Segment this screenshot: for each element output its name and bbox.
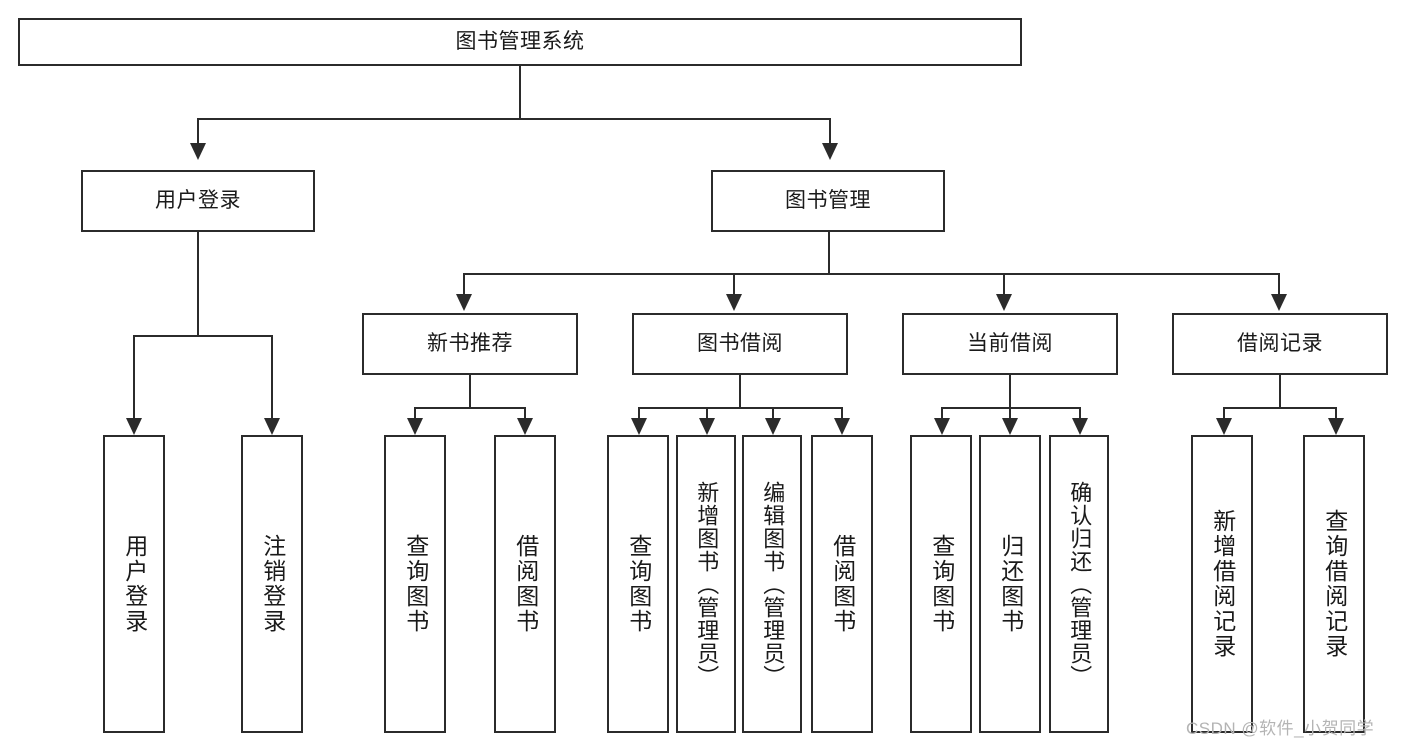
node-user-login[interactable]: 用户登录: [81, 170, 315, 232]
arrow-into-current-borrow: [996, 294, 1012, 311]
connector-book-borrow-branch-1: [638, 407, 640, 419]
leaf-query-book-recommend[interactable]: 查询图书: [384, 435, 446, 733]
connector-book-manage-bus: [463, 273, 1280, 275]
connector-new-book-bus: [414, 407, 525, 409]
connector-current-borrow-stem: [1009, 375, 1011, 408]
arrow-into-leaf-query-record: [1328, 418, 1344, 435]
connector-new-book-branch-2: [524, 407, 526, 419]
arrow-into-leaf-add-book: [699, 418, 715, 435]
connector-root-stem: [519, 66, 521, 119]
node-label: 归还图书: [997, 534, 1024, 634]
connector-book-borrow-stem: [739, 375, 741, 408]
connector-current-borrow-branch-2: [1009, 407, 1011, 419]
arrow-into-user-login: [190, 143, 206, 160]
node-borrow-records[interactable]: 借阅记录: [1172, 313, 1388, 375]
node-label: 查询图书: [625, 534, 652, 634]
node-book-management[interactable]: 图书管理: [711, 170, 945, 232]
connector-user-login-branch-2: [271, 335, 273, 419]
connector-borrow-records-branch-2: [1335, 407, 1337, 419]
node-label: 查询图书: [928, 534, 955, 634]
connector-book-borrow-branch-2: [706, 407, 708, 419]
arrow-into-leaf-add-record: [1216, 418, 1232, 435]
arrow-into-leaf-borrow-book-1: [517, 418, 533, 435]
arrow-into-borrow-records: [1271, 294, 1287, 311]
arrow-into-leaf-query-book-2: [631, 418, 647, 435]
node-label: 借阅图书: [829, 534, 856, 634]
arrow-into-leaf-borrow-book-2: [834, 418, 850, 435]
connector-root-bus: [197, 118, 831, 120]
arrow-into-new-book-recommend: [456, 294, 472, 311]
leaf-add-book-admin[interactable]: 新增图书（管理员）: [676, 435, 736, 733]
node-label: 借阅记录: [1237, 331, 1323, 355]
leaf-edit-book-admin[interactable]: 编辑图书（管理员）: [742, 435, 802, 733]
arrow-into-book-manage: [822, 143, 838, 160]
leaf-return-book[interactable]: 归还图书: [979, 435, 1041, 733]
connector-root-to-book-manage: [829, 118, 831, 144]
node-label: 新书推荐: [427, 331, 513, 355]
node-current-borrow[interactable]: 当前借阅: [902, 313, 1118, 375]
connector-current-borrow-branch-3: [1079, 407, 1081, 419]
node-label: 新增借阅记录: [1209, 509, 1236, 659]
leaf-borrow-book[interactable]: 借阅图书: [811, 435, 873, 733]
node-label: 用户登录: [155, 188, 241, 212]
node-label: 图书借阅: [697, 331, 783, 355]
arrow-into-leaf-query-book-3: [934, 418, 950, 435]
arrow-into-leaf-return-book: [1002, 418, 1018, 435]
node-label: 查询借阅记录: [1321, 509, 1348, 659]
leaf-confirm-return-admin[interactable]: 确认归还（管理员）: [1049, 435, 1109, 733]
leaf-logout[interactable]: 注销登录: [241, 435, 303, 733]
watermark-credit: CSDN @软件_小贺同学: [1186, 719, 1375, 738]
leaf-query-book-current[interactable]: 查询图书: [910, 435, 972, 733]
node-label: 编辑图书（管理员）: [760, 480, 786, 688]
node-label: 借阅图书: [512, 534, 539, 634]
connector-borrow-records-stem: [1279, 375, 1281, 408]
arrow-into-book-borrow: [726, 294, 742, 311]
node-root-library-system[interactable]: 图书管理系统: [18, 18, 1022, 66]
connector-book-manage-stem: [828, 232, 830, 274]
node-label: 查询图书: [402, 534, 429, 634]
leaf-add-borrow-record[interactable]: 新增借阅记录: [1191, 435, 1253, 733]
connector-user-login-stem: [197, 232, 199, 336]
connector-borrow-records-branch-1: [1223, 407, 1225, 419]
connector-book-manage-branch-4: [1278, 273, 1280, 295]
connector-new-book-stem: [469, 375, 471, 408]
connector-book-manage-branch-3: [1003, 273, 1005, 295]
node-label: 注销登录: [259, 534, 286, 634]
connector-book-manage-branch-2: [733, 273, 735, 295]
node-label: 图书管理: [785, 188, 871, 212]
node-label: 确认归还（管理员）: [1067, 480, 1093, 688]
connector-current-borrow-branch-1: [941, 407, 943, 419]
connector-root-to-user-login: [197, 118, 199, 144]
node-new-book-recommend[interactable]: 新书推荐: [362, 313, 578, 375]
leaf-query-book-borrow[interactable]: 查询图书: [607, 435, 669, 733]
connector-book-manage-branch-1: [463, 273, 465, 295]
connector-user-login-branch-1: [133, 335, 135, 419]
leaf-borrow-book-recommend[interactable]: 借阅图书: [494, 435, 556, 733]
connector-new-book-branch-1: [414, 407, 416, 419]
arrow-into-leaf-logout: [264, 418, 280, 435]
node-label: 用户登录: [121, 534, 148, 634]
connector-borrow-records-bus: [1223, 407, 1336, 409]
connector-book-borrow-branch-3: [772, 407, 774, 419]
arrow-into-leaf-query-book-1: [407, 418, 423, 435]
node-label: 新增图书（管理员）: [694, 480, 720, 688]
arrow-into-leaf-edit-book: [765, 418, 781, 435]
connector-user-login-bus: [133, 335, 271, 337]
leaf-query-borrow-record[interactable]: 查询借阅记录: [1303, 435, 1365, 733]
connector-book-borrow-bus: [638, 407, 843, 409]
arrow-into-leaf-confirm-return: [1072, 418, 1088, 435]
arrow-into-leaf-user-login: [126, 418, 142, 435]
connector-book-borrow-branch-4: [841, 407, 843, 419]
node-book-borrow[interactable]: 图书借阅: [632, 313, 848, 375]
node-label: 当前借阅: [967, 331, 1053, 355]
leaf-user-login[interactable]: 用户登录: [103, 435, 165, 733]
node-label: 图书管理系统: [455, 29, 585, 53]
